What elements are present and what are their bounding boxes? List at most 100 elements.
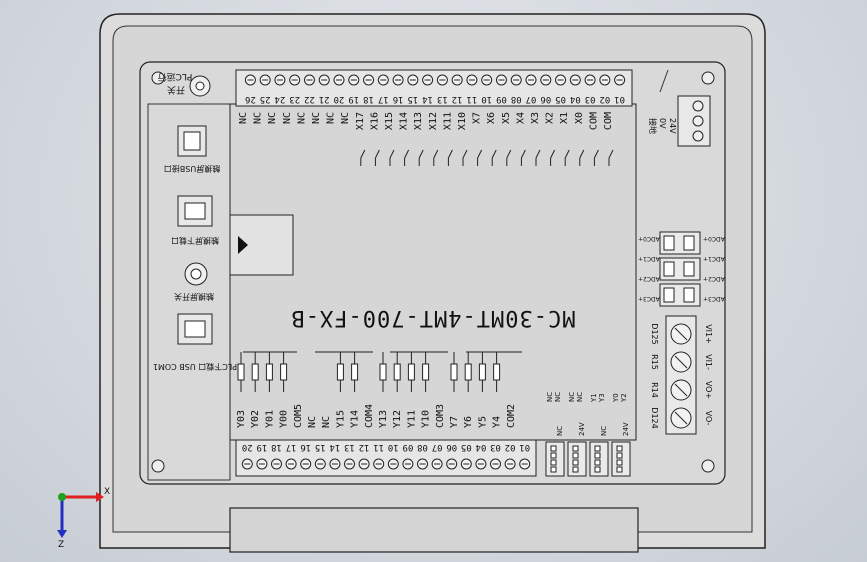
analog-resistor-label: D125 <box>650 323 659 344</box>
analog-resistor-label: R15 <box>650 354 659 370</box>
power-switch[interactable] <box>184 262 208 286</box>
output-label: COM3 <box>435 404 446 428</box>
top-terminal-number: 06 <box>540 94 551 104</box>
axis-x-label: X <box>104 487 110 497</box>
plc-usb-label: PLC下载口 USB COM1 <box>153 362 237 372</box>
bottom-terminal-number: 06 <box>446 442 457 452</box>
output-label: Y02 <box>250 410 261 428</box>
output-label: Y6 <box>463 416 474 428</box>
analog-channel-label: VO+ <box>704 381 713 399</box>
bottom-terminal-number: 20 <box>242 442 253 452</box>
top-terminal-number: 25 <box>260 94 271 104</box>
bottom-terminal-number: 10 <box>388 442 399 452</box>
usb-a-port[interactable] <box>177 125 207 157</box>
top-terminal-number: 13 <box>437 94 448 104</box>
input-label: X1 <box>559 112 570 124</box>
adc-port-label: ADC2+ <box>638 275 660 282</box>
power-terminal[interactable] <box>677 95 711 147</box>
small-connector-label: NC <box>600 426 608 436</box>
download-port[interactable] <box>177 195 213 227</box>
power-label: 0V <box>658 118 667 129</box>
input-label: NC <box>238 112 249 124</box>
input-label: NC <box>311 112 322 124</box>
small-connector-label: Y1 <box>590 393 598 403</box>
input-label: NC <box>282 112 293 124</box>
input-label: COM <box>588 112 599 130</box>
download-port-label: 触摸屏下载口 <box>171 236 219 246</box>
adc-port-label: ADC3+ <box>638 295 660 302</box>
top-terminal-number: 05 <box>555 94 566 104</box>
input-label: NC <box>253 112 264 124</box>
top-terminal-number: 02 <box>599 94 610 104</box>
analog-resistor-label: R14 <box>650 382 659 398</box>
plc-usb-port[interactable] <box>177 313 213 345</box>
adc-port-label: ADC1+ <box>703 255 725 262</box>
input-label: X7 <box>472 112 483 124</box>
play-icon <box>238 236 248 254</box>
mounting-screws <box>151 71 715 473</box>
bottom-terminal-number: 14 <box>329 442 340 452</box>
bottom-terminal-number: 08 <box>417 442 428 452</box>
input-label: X0 <box>574 112 585 124</box>
top-terminal-number: 09 <box>496 94 507 104</box>
input-label: NC <box>326 112 337 124</box>
small-connector-label: NC <box>568 392 576 402</box>
bottom-terminal-number: 17 <box>286 442 297 452</box>
top-terminal-number: 21 <box>319 94 330 104</box>
small-connector-label: NC <box>554 392 562 402</box>
bottom-terminal-number: 18 <box>271 442 282 452</box>
top-terminal-number: 19 <box>348 94 359 104</box>
output-label: Y03 <box>236 410 247 428</box>
bottom-terminal-number: 11 <box>373 442 384 452</box>
input-label: X13 <box>413 112 424 130</box>
plc-run-switch[interactable] <box>189 75 211 97</box>
input-label: X11 <box>442 112 453 130</box>
bottom-terminal-number: 04 <box>475 442 486 452</box>
input-label: X15 <box>384 112 395 130</box>
small-connector-label: 24V <box>578 422 586 436</box>
input-label: X12 <box>428 112 439 130</box>
top-terminal-number: 04 <box>570 94 581 104</box>
top-terminal-number: 07 <box>526 94 537 104</box>
model-label: MC-30MT-4MT-700-FX-B <box>291 305 576 330</box>
bottom-terminal-number: 12 <box>359 442 370 452</box>
top-terminal-number: 08 <box>511 94 522 104</box>
small-connector-label: NC <box>576 392 584 402</box>
top-terminal-number: 12 <box>452 94 463 104</box>
input-label: X14 <box>399 112 410 130</box>
bottom-tab <box>229 507 639 553</box>
axis-triad: X Z <box>57 487 110 550</box>
output-label: COM2 <box>506 404 517 428</box>
small-connector-label: Y3 <box>598 393 606 403</box>
output-label: NC <box>321 416 332 428</box>
small-connector-label: NC <box>546 392 554 402</box>
input-label: X16 <box>369 112 380 130</box>
output-label: Y12 <box>392 410 403 428</box>
input-label: NC <box>340 112 351 124</box>
adc-port-label: ADC1+ <box>638 255 660 262</box>
output-label: Y13 <box>378 410 389 428</box>
bottom-terminal-number: 13 <box>344 442 355 452</box>
usb-port-label: 触摸屏USB接口 <box>164 164 220 174</box>
output-label: Y00 <box>279 410 290 428</box>
bottom-terminal-number: 19 <box>256 442 267 452</box>
adc-port-label: ADC2+ <box>703 275 725 282</box>
top-terminal-number: 03 <box>585 94 596 104</box>
top-terminal-number: 10 <box>481 94 492 104</box>
input-label: X6 <box>486 112 497 124</box>
top-terminal-number: 26 <box>245 94 256 104</box>
analog-channel-label: VI1- <box>704 354 713 370</box>
output-label: Y10 <box>421 410 432 428</box>
input-arrows <box>360 149 614 166</box>
top-terminal-number: 20 <box>334 94 345 104</box>
top-terminal-number: 18 <box>363 94 374 104</box>
input-label: COM <box>603 112 614 130</box>
bottom-terminal-number: 02 <box>505 442 516 452</box>
bottom-terminal-number: 15 <box>315 442 326 452</box>
